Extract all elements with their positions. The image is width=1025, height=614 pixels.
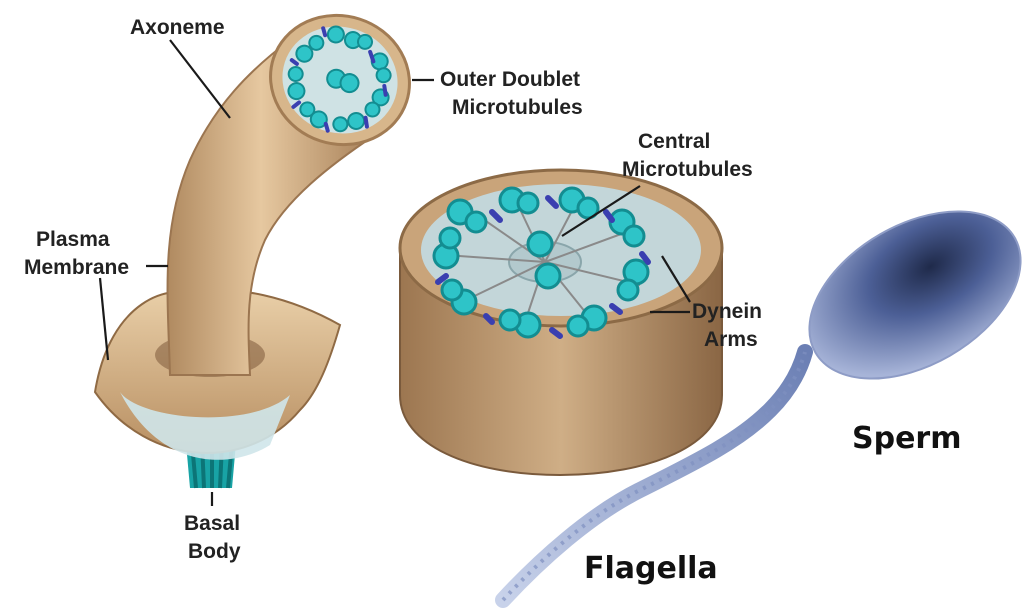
dynein-arms-label-line2: Arms xyxy=(704,328,758,351)
plasma-membrane-label-line2: Membrane xyxy=(24,256,129,279)
outer-doublet-label-line2: Microtubules xyxy=(452,96,583,119)
plasma-membrane-label-line1: Plasma xyxy=(36,228,110,251)
outer-doublet-label-line1: Outer Doublet xyxy=(440,68,580,91)
plasma-membrane-leader-2 xyxy=(100,278,108,360)
axoneme-drum-cross-section xyxy=(400,170,722,475)
central-microtubules-label-line2: Microtubules xyxy=(622,158,753,181)
basal-body-label-line2: Body xyxy=(188,540,241,563)
central-microtubules-label-line1: Central xyxy=(638,130,710,153)
axoneme-label: Axoneme xyxy=(130,16,225,39)
flagella-label: Flagella xyxy=(584,551,718,586)
sperm-head xyxy=(780,177,1025,413)
flagellum-illustration xyxy=(95,0,426,488)
basal-body-label-line1: Basal xyxy=(184,512,240,535)
dynein-arms-label-line1: Dynein xyxy=(692,300,762,323)
axoneme-leader xyxy=(170,40,230,118)
sperm-label: Sperm xyxy=(852,421,961,456)
